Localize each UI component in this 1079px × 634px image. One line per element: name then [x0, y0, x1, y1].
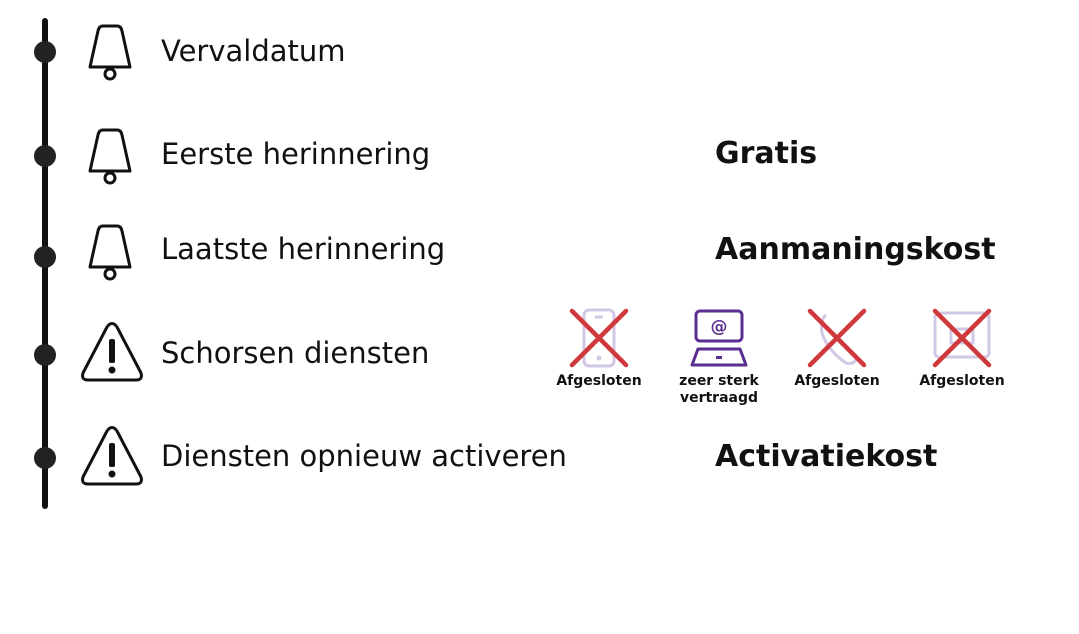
tv-icon: [932, 308, 992, 368]
service-status: Afgesloten: [794, 373, 880, 389]
bell-icon: [88, 24, 132, 81]
cost-label: Aanmaningskost: [715, 232, 996, 267]
service-internet: @ zeer sterk vertraagd: [659, 307, 779, 407]
warning-icon: [81, 322, 143, 382]
warning-icon: [81, 426, 143, 486]
timeline-dot: [34, 246, 56, 268]
service-status: Afgesloten: [556, 373, 642, 389]
step-label: Vervaldatum: [161, 34, 346, 68]
computer-email-icon: @: [690, 309, 748, 367]
step-label: Laatste herinnering: [161, 232, 446, 266]
service-mobile: Afgesloten: [539, 307, 659, 390]
timeline-dot: [34, 41, 56, 63]
step-label: Schorsen diensten: [161, 336, 430, 370]
svg-text:@: @: [711, 317, 728, 337]
timeline-dot: [34, 447, 56, 469]
bell-icon: [88, 224, 132, 281]
service-phone: Afgesloten: [777, 307, 897, 390]
timeline-dot: [34, 344, 56, 366]
cost-label: Gratis: [715, 136, 818, 171]
bell-icon: [88, 128, 132, 185]
service-tv: Afgesloten: [902, 307, 1022, 390]
step-label: Diensten opnieuw activeren: [161, 439, 567, 473]
phone-icon: [807, 308, 867, 368]
cost-label: Activatiekost: [715, 439, 938, 474]
service-status: Afgesloten: [919, 373, 1005, 389]
service-status: zeer sterk vertraagd: [679, 373, 759, 406]
mobile-phone-icon: [569, 308, 629, 368]
timeline-dot: [34, 145, 56, 167]
step-label: Eerste herinnering: [161, 137, 431, 171]
